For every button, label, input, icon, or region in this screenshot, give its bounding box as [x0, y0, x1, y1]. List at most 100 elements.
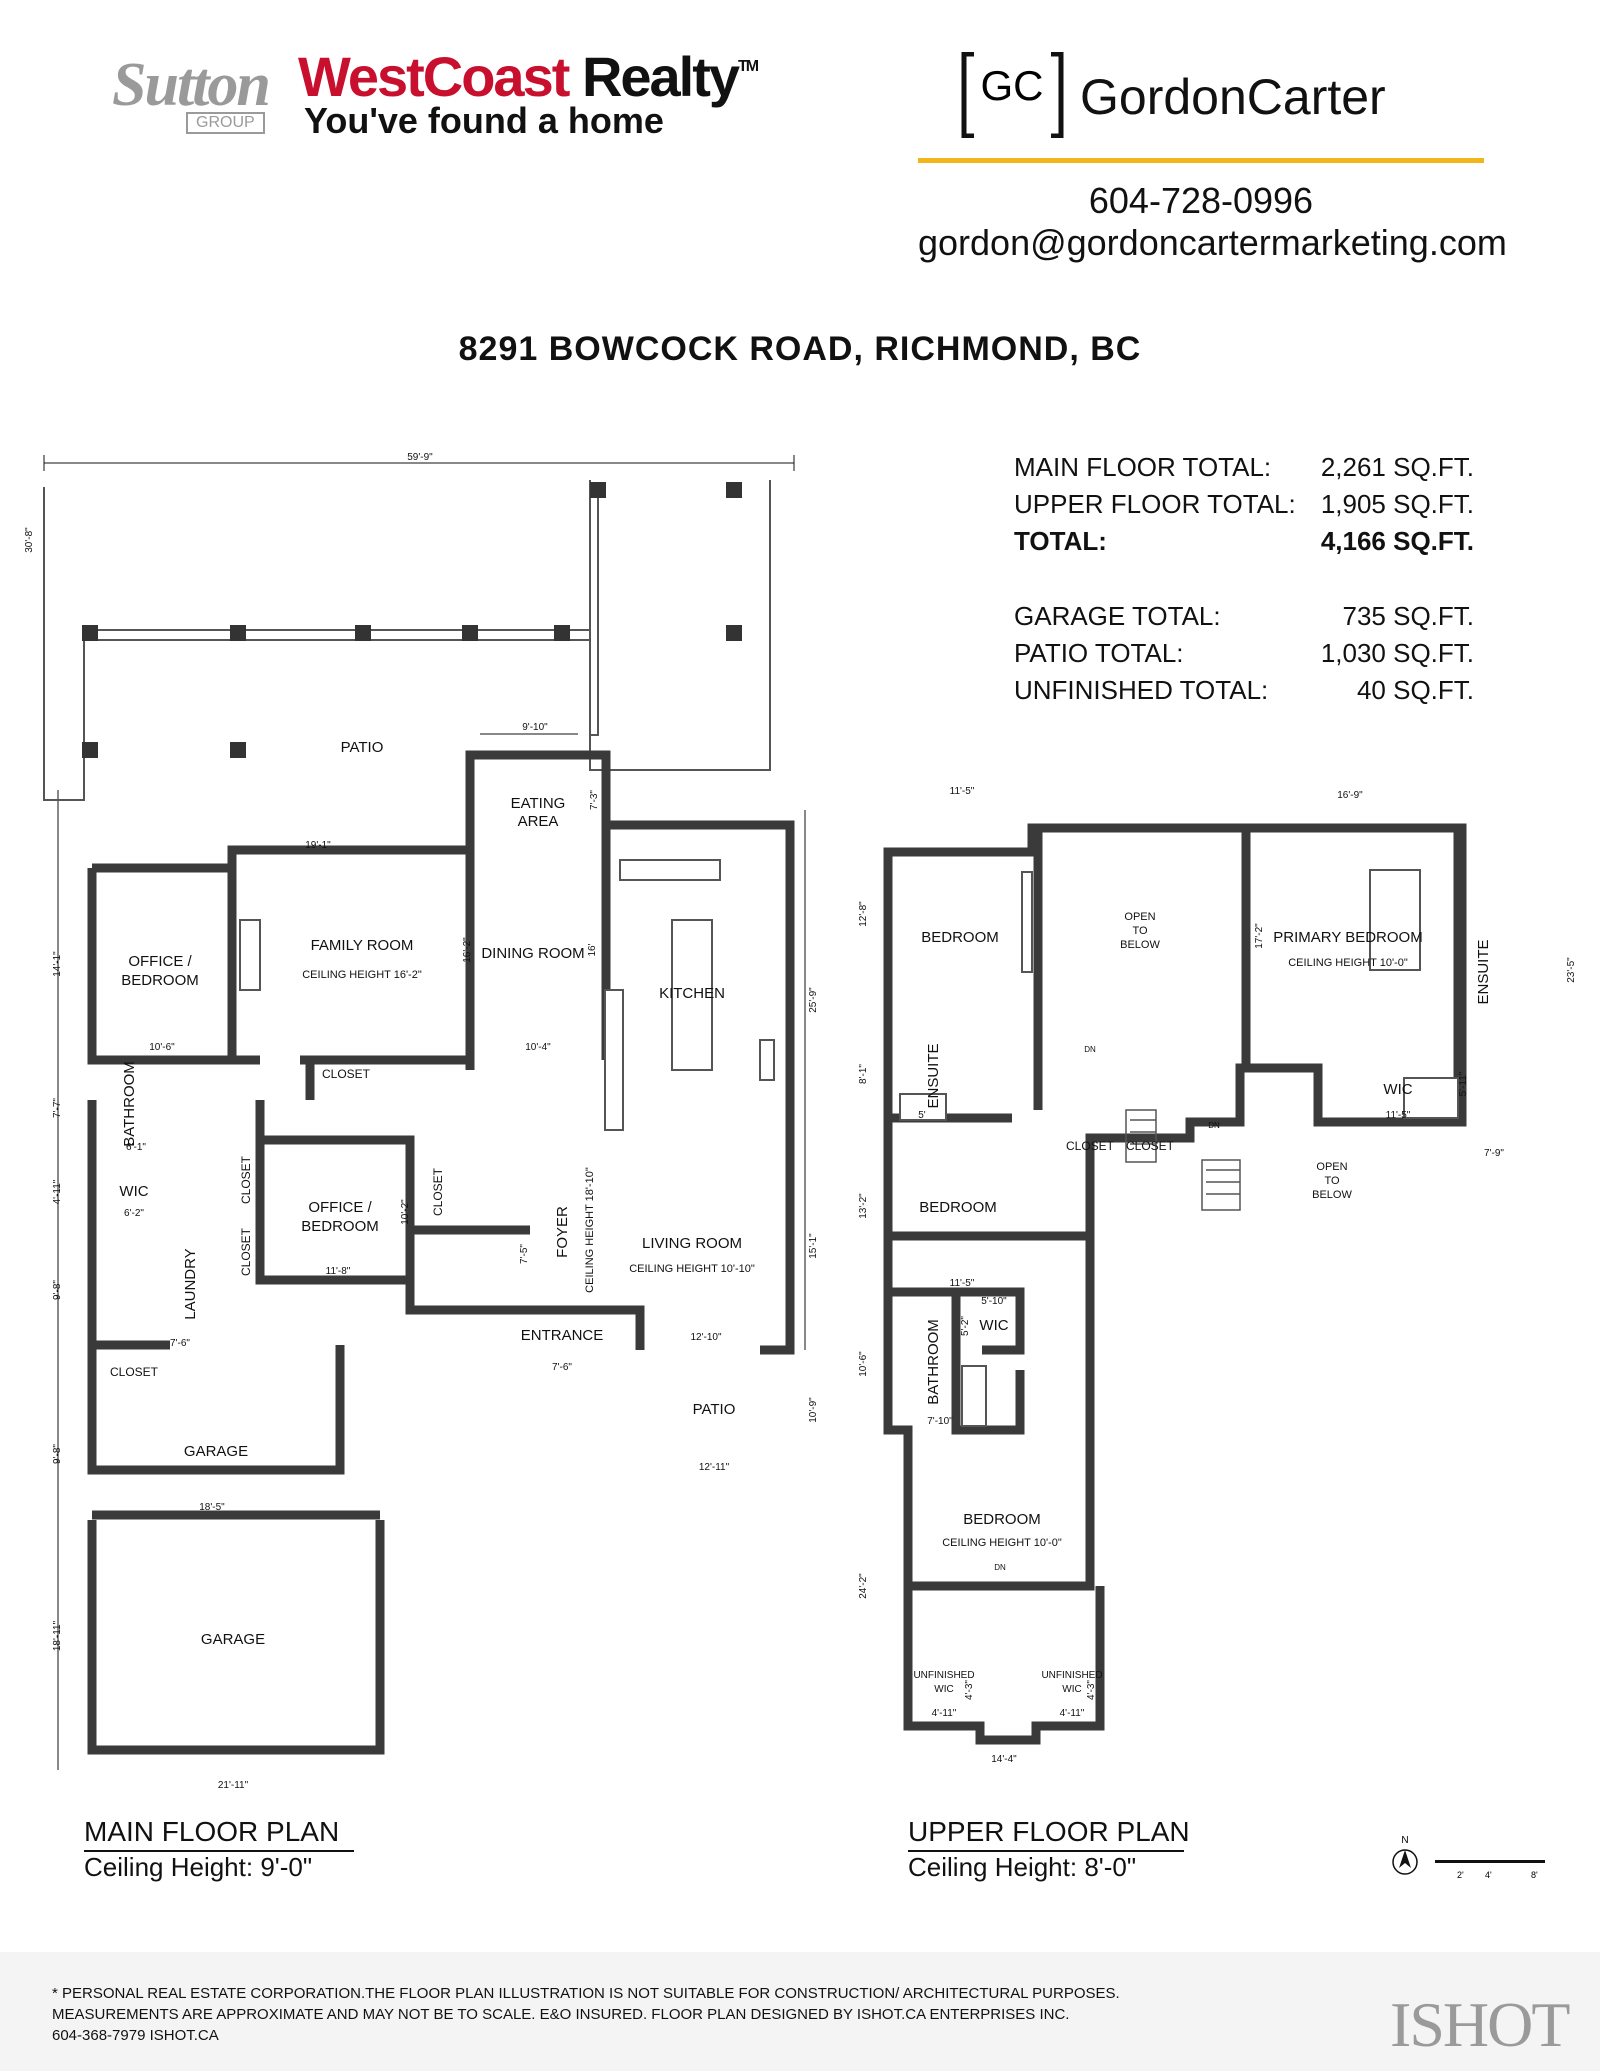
- total-row: UNFINISHED TOTAL: 40 SQ.FT.: [1014, 675, 1474, 712]
- dim-label: 16'-2": [462, 937, 473, 963]
- dim-label: 10'-4": [525, 1042, 551, 1053]
- gc-monogram-logo: GC: [961, 52, 1064, 138]
- room-label: OFFICE /: [308, 1199, 372, 1216]
- north-arrow-scale: N 2' 4' 8': [1392, 1835, 1545, 1880]
- total-row: TOTAL: 4,166 SQ.FT.: [1014, 526, 1474, 563]
- room-label: WIC: [1383, 1081, 1412, 1098]
- agent-email: gordon@gordoncartermarketing.com: [918, 222, 1507, 263]
- total-row: PATIO TOTAL:1,030 SQ.FT.: [1014, 638, 1474, 675]
- dim-label: 7'-7": [52, 1098, 63, 1118]
- dim-label: 12'-11": [699, 1462, 730, 1473]
- dim-label: 16'-9": [1337, 790, 1363, 801]
- gc-initials: GC: [981, 62, 1044, 109]
- dim-label: 4'-11": [1060, 1708, 1085, 1719]
- main-plan-ceiling: Ceiling Height: 9'-0": [84, 1852, 313, 1882]
- dim-label: 5'-2": [960, 1316, 971, 1336]
- room-label: EATING: [511, 795, 566, 812]
- dim-label: 6'-2": [124, 1208, 144, 1219]
- room-label: OFFICE /: [128, 953, 192, 970]
- room-label: WIC: [979, 1317, 1008, 1334]
- room-label: PATIO: [693, 1401, 736, 1418]
- westcoast-realty-logo: WestCoast RealtyTM: [298, 44, 759, 109]
- room-label: CLOSET: [322, 1067, 371, 1081]
- scale-label: 2': [1457, 1870, 1464, 1880]
- upper-plan-ceiling: Ceiling Height: 8'-0": [908, 1852, 1137, 1882]
- dim-label: 7'-10": [927, 1416, 953, 1427]
- room-label: BEDROOM: [963, 1511, 1041, 1528]
- dim-label: 10'-6": [149, 1042, 175, 1053]
- room-label: CLOSET: [1066, 1139, 1115, 1153]
- room-label: CEILING HEIGHT 10'-10": [629, 1263, 755, 1275]
- dim-label: 4'-11": [52, 1179, 63, 1204]
- dim-label: 17'-2": [1254, 923, 1265, 949]
- dim-label: 19'-1": [305, 840, 331, 851]
- dim-label: 59'-9": [407, 452, 433, 463]
- footer-disclaimer-1: * PERSONAL REAL ESTATE CORPORATION.THE F…: [52, 1985, 1120, 2002]
- room-label: BEDROOM: [921, 929, 999, 946]
- room-label: PRIMARY BEDROOM: [1273, 929, 1422, 946]
- dim-label: 24'-2": [858, 1573, 869, 1599]
- room-label: BATHROOM: [121, 1061, 138, 1147]
- dim-label: 7'-6": [552, 1362, 572, 1373]
- total-row: MAIN FLOOR TOTAL:2,261 SQ.FT.: [1014, 452, 1474, 489]
- total-value: 2,261 SQ.FT.: [1320, 452, 1474, 482]
- total-label: UNFINISHED TOTAL:: [1014, 675, 1269, 705]
- room-label: ENSUITE: [1475, 939, 1492, 1004]
- room-label: AREA: [518, 813, 559, 830]
- total-value: 4,166 SQ.FT.: [1320, 526, 1474, 556]
- total-label: PATIO TOTAL:: [1014, 638, 1184, 668]
- ishot-logo: ISHOT: [1390, 1989, 1570, 2060]
- dim-label: 18'-11": [52, 1620, 63, 1651]
- room-label: CEILING HEIGHT 18'-10": [584, 1167, 596, 1293]
- dim-label: 6'-1": [126, 1142, 146, 1153]
- room-label: GARAGE: [201, 1631, 265, 1648]
- dim-label: 14'-4": [991, 1754, 1017, 1765]
- total-label: TOTAL:: [1014, 526, 1107, 556]
- total-value: 40 SQ.FT.: [1356, 675, 1474, 705]
- north-icon: N: [1401, 1835, 1408, 1846]
- room-label: ENTRANCE: [521, 1327, 604, 1344]
- room-label: CEILING HEIGHT 10'-0": [1288, 957, 1408, 969]
- area-totals: MAIN FLOOR TOTAL:2,261 SQ.FT. UPPER FLOO…: [1014, 452, 1474, 712]
- dim-label: 16': [587, 943, 598, 956]
- room-label: DN: [1208, 1121, 1220, 1130]
- dim-label: 12'-10": [690, 1332, 721, 1343]
- room-label: TO: [1324, 1175, 1340, 1187]
- total-label: UPPER FLOOR TOTAL:: [1014, 489, 1296, 519]
- dim-label: 14'-1": [52, 951, 63, 977]
- room-label: CLOSET: [239, 1227, 253, 1276]
- room-label: BEDROOM: [919, 1199, 997, 1216]
- dim-label: 4'-3": [1086, 1680, 1097, 1700]
- room-label: LIVING ROOM: [642, 1235, 742, 1252]
- total-row: UPPER FLOOR TOTAL:1,905 SQ.FT.: [1014, 489, 1474, 526]
- footer-band: [0, 1952, 1600, 2071]
- room-label: WIC: [119, 1183, 148, 1200]
- dim-label: 12'-8": [858, 901, 869, 927]
- main-plan-title: MAIN FLOOR PLAN: [84, 1816, 340, 1847]
- dim-label: 10'-6": [858, 1351, 869, 1377]
- room-label: WIC: [934, 1684, 953, 1695]
- room-label: WIC: [1062, 1684, 1081, 1695]
- dim-label: 25'-9": [808, 987, 819, 1013]
- room-label: OPEN: [1124, 911, 1155, 923]
- dim-label: 13'-2": [858, 1193, 869, 1219]
- upper-plan-rule: [908, 1850, 1184, 1852]
- dim-label: 15'-1": [808, 1233, 819, 1259]
- dim-label: 9'-8": [52, 1444, 63, 1464]
- dim-label: 4'-3": [964, 1680, 975, 1700]
- room-label: DN: [1084, 1045, 1096, 1054]
- agent-phone: 604-728-0996: [1088, 180, 1314, 221]
- accent-rule: [918, 158, 1484, 163]
- dim-label: 7'-6": [170, 1338, 190, 1349]
- dim-label: 18'-5": [199, 1502, 225, 1513]
- total-value: 735 SQ.FT.: [1342, 601, 1475, 631]
- room-label: FAMILY ROOM: [311, 937, 414, 954]
- dim-label: 10'-2": [400, 1199, 411, 1225]
- scale-bar-icon: [1435, 1860, 1545, 1863]
- agent-name: GordonCarter: [1080, 69, 1386, 125]
- main-floor-plan: PATIO EATING AREA FAMILY ROOM CEILING HE…: [24, 452, 819, 1791]
- room-label: CLOSET: [1126, 1139, 1175, 1153]
- room-label: CLOSET: [239, 1155, 253, 1204]
- dim-label: 11'-5": [1386, 1110, 1411, 1121]
- dim-label: 30'-8": [24, 527, 35, 553]
